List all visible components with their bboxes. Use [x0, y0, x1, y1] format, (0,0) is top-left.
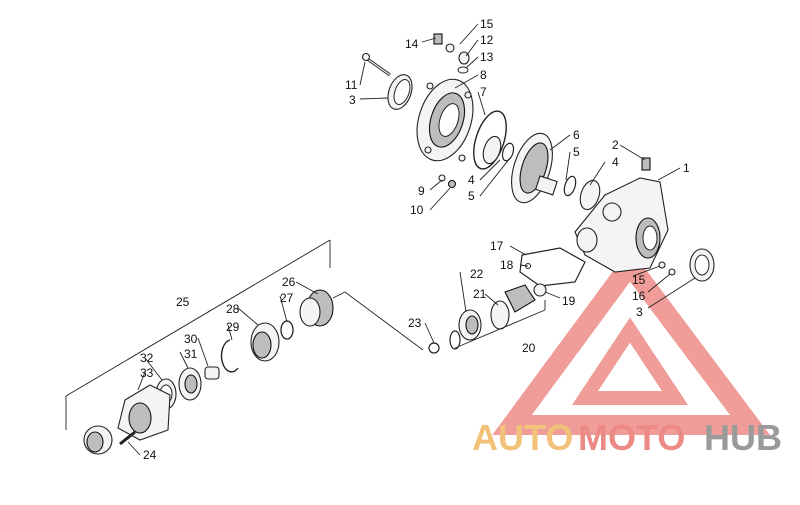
callout-15-right: 15 — [632, 273, 646, 287]
watermark-moto: MOTO — [578, 417, 685, 458]
watermark-text: AUTO MOTO HUB — [472, 417, 782, 458]
callout-4-right: 4 — [612, 155, 619, 169]
callout-33: 33 — [140, 366, 154, 380]
watermark-auto: AUTO — [472, 417, 573, 458]
callout-10: 10 — [410, 203, 424, 217]
callout-24: 24 — [143, 448, 157, 462]
callout-26: 26 — [282, 275, 296, 289]
callout-22: 22 — [470, 267, 484, 281]
callout-21: 21 — [473, 287, 487, 301]
callout-11: 11 — [345, 78, 358, 92]
callout-18: 18 — [500, 258, 514, 272]
callout-3-right: 3 — [636, 305, 643, 319]
pinion-assembly — [428, 283, 547, 354]
input-assembly — [83, 289, 334, 455]
assembly-bracket-lines — [65, 239, 546, 430]
callout-30: 30 — [184, 332, 198, 346]
leader-lines — [127, 23, 696, 456]
callout-16: 16 — [632, 289, 646, 303]
callout-5-left: 5 — [468, 189, 475, 203]
callout-9: 9 — [418, 184, 425, 198]
callout-7: 7 — [480, 85, 487, 99]
callout-32: 32 — [140, 351, 154, 365]
callout-1: 1 — [683, 161, 690, 175]
callout-20: 20 — [522, 341, 536, 355]
cover-assembly — [361, 33, 601, 211]
callout-23: 23 — [408, 316, 422, 330]
callout-25: 25 — [176, 295, 190, 309]
callout-29: 29 — [226, 320, 240, 334]
callout-14: 14 — [405, 37, 419, 51]
callout-4-left: 4 — [468, 173, 475, 187]
watermark-hub: HUB — [704, 417, 782, 458]
callout-2: 2 — [612, 138, 619, 152]
callout-3-upper: 3 — [349, 93, 356, 107]
callout-27: 27 — [280, 291, 294, 305]
callout-28: 28 — [226, 302, 240, 316]
callout-6: 6 — [573, 128, 580, 142]
callout-19: 19 — [562, 294, 576, 308]
callout-15: 15 — [480, 17, 494, 31]
watermark-triangle-logo — [492, 248, 770, 435]
callout-17: 17 — [490, 239, 504, 253]
callout-8: 8 — [480, 68, 487, 82]
callout-labels: 15 12 13 14 8 7 11 3 6 5 4 2 1 4 5 9 10 … — [140, 17, 690, 462]
callout-13: 13 — [480, 50, 494, 64]
callout-12: 12 — [480, 33, 494, 47]
callout-31: 31 — [184, 347, 198, 361]
callout-5-right: 5 — [573, 145, 580, 159]
main-housing — [519, 157, 715, 287]
